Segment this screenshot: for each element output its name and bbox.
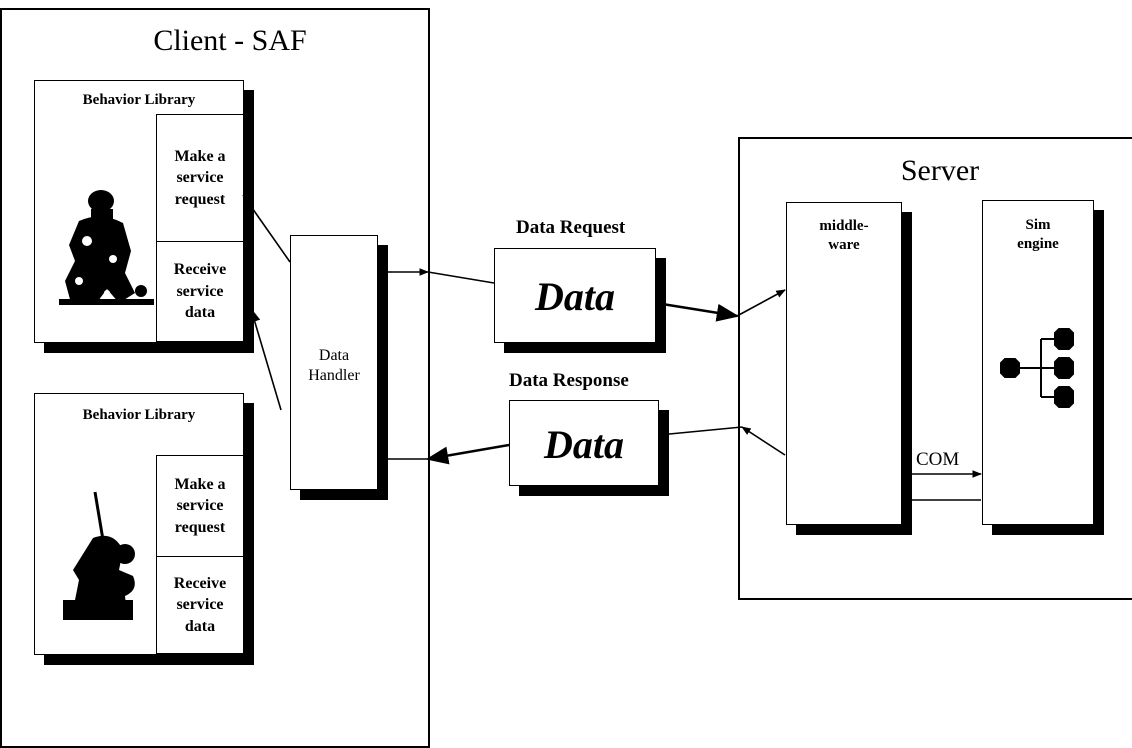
response-from-server-line <box>658 426 743 436</box>
data-request-word: Data <box>535 274 615 319</box>
behavior-library-card-2: Behavior Library Make a service request … <box>34 393 244 655</box>
data-response-word: Data <box>544 422 624 467</box>
rifleman-silhouette-icon <box>63 491 135 620</box>
data-handler-box: Data Handler <box>290 235 378 490</box>
data-request-label: Data Request <box>516 217 626 238</box>
hierarchy-tree-icon <box>1000 328 1074 408</box>
middleware-box: middle- ware <box>786 202 902 525</box>
sim-engine-box: Sim engine <box>982 200 1094 525</box>
receive-service-data-cell-1: Receive service data <box>156 241 244 342</box>
data-handler-label: Data Handler <box>308 347 360 384</box>
server-title: Server <box>900 154 980 187</box>
behavior-library-title: Behavior Library <box>82 92 196 108</box>
data-response-label: Data Response <box>509 370 629 391</box>
receive-service-data-cell-2: Receive service data <box>156 556 244 654</box>
behavior-library-card-1: Behavior Library Make a service request … <box>34 80 244 343</box>
response-to-handler-arrow <box>425 443 510 465</box>
data-response-packet: Data <box>509 400 659 486</box>
kneeling-soldier-icon <box>59 190 154 305</box>
make-service-request-cell-2: Make a service request <box>156 455 244 557</box>
request-packet-in-line <box>427 271 495 284</box>
data-request-packet: Data <box>494 248 656 343</box>
request-to-server-arrow <box>655 301 740 322</box>
make-service-request-cell-1: Make a service request <box>156 114 244 242</box>
behavior-library-title: Behavior Library <box>82 407 196 423</box>
sim-engine-label: Sim engine <box>1017 217 1059 252</box>
client-saf-title: Client - SAF <box>153 24 307 57</box>
com-label: COM <box>916 449 960 470</box>
middleware-label: middle- ware <box>819 218 869 253</box>
